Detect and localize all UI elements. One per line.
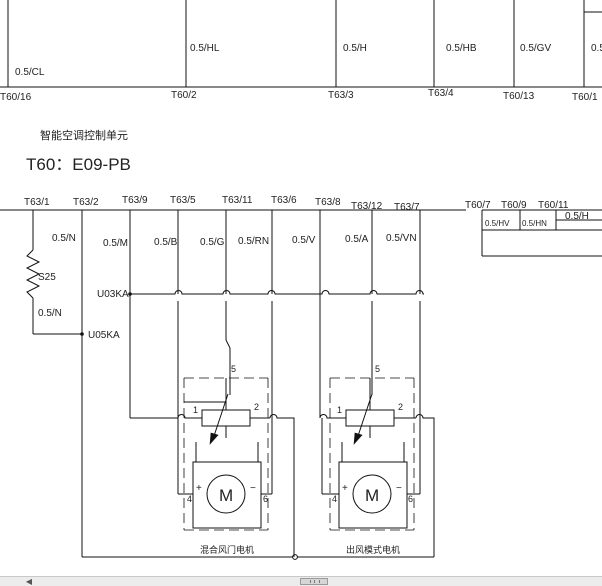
unit-title-cn: 智能空调控制单元 [40,128,128,142]
pin-label: T63/7 [394,202,420,213]
pin-label: T63/6 [271,195,297,206]
wire-labels: 0.5/M 0.5/B 0.5/G 0.5/RN 0.5/V 0.5/A 0.5… [103,233,417,249]
wire-label: 0.5/M [103,238,128,249]
wire-label: 0.5/N [52,233,76,244]
connector-pin-labels: T63/1 T63/2 T63/9 T63/5 T63/11 T63/6 T63… [24,195,569,213]
top-wire-label: 0.5/HB [446,43,477,54]
scroll-thumb[interactable] [300,578,328,585]
pin-label: T60/11 [538,200,569,211]
unit-title: T60：E09-PB [26,155,131,174]
wire-label: 0.5/RN [238,236,269,247]
mode-motor: M + − 1 2 5 4 6 出风模式电机 [319,210,435,557]
pin-number: 5 [375,364,380,374]
scroll-left-arrow-icon[interactable]: ◀ [25,577,33,586]
pin-label: T63/5 [170,195,196,206]
minus-sign: − [250,483,256,494]
sensor-circuit: 0.5/N S25 0.5/N [25,210,82,335]
pin-label: T63/1 [24,197,50,208]
pin-number: 6 [263,494,268,504]
wire-label: 0.5/V [292,235,316,246]
top-pin-label: T60/1 [572,92,598,103]
u03ka-bus [130,290,424,295]
wire-label: 0.5/G [200,237,225,248]
pin-label: T63/12 [351,201,383,212]
grip-icon [310,580,320,583]
pin-number: 5 [231,364,236,374]
wire-label: 0.5/A [345,234,369,245]
wire-label: 0.5/N [38,308,62,319]
pin-number: 2 [398,402,403,412]
motor-name: 出风模式电机 [346,544,400,555]
pin-number: 6 [408,494,413,504]
pin-number: 1 [193,405,198,415]
pin-label: T60/9 [501,200,527,211]
sensor-s25 [25,249,41,299]
wire-label: 0.5/HV [485,219,510,228]
junction-label: U03KA [97,289,129,300]
pin-number: 1 [337,405,342,415]
top-wire-label: 0.5/GV [591,43,602,54]
horizontal-scrollbar[interactable]: ◀ [0,576,602,586]
junction-dot [292,554,298,560]
wire-label: 0.5/H [565,211,589,222]
plus-sign: + [342,483,348,494]
right-connector-block: 0.5/HV 0.5/HN 0.5/H [481,210,602,257]
pin-label: T60/7 [465,200,491,211]
pin-number: 4 [187,494,192,504]
pin-number: 2 [254,402,259,412]
top-wire-label: 0.5/GV [520,43,551,54]
top-wire-label: 0.5/HL [190,43,220,54]
wire-label: 0.5/HN [522,219,547,228]
plus-sign: + [196,483,202,494]
top-pin-label: T60/16 [0,92,32,103]
mix-door-motor: M + − 1 2 5 4 6 混合风门电机 [129,210,295,557]
top-strip: 0.5/CL 0.5/HL 0.5/H 0.5/HB 0.5/GV 0.5/GV… [0,0,602,103]
pin-label: T63/8 [315,197,341,208]
top-wire-label: 0.5/CL [15,67,45,78]
junction-label: U05KA [88,330,120,341]
wire-label: 0.5/VN [386,233,417,244]
junction-dot [80,332,84,336]
minus-sign: − [396,483,402,494]
pin-label: T63/2 [73,197,99,208]
top-pin-label: T63/4 [428,88,454,99]
motor-name: 混合风门电机 [200,544,254,555]
motor-symbol: M [219,486,233,505]
top-pin-label: T60/13 [503,91,535,102]
top-pin-label: T63/3 [328,90,354,101]
pin-label: T63/11 [222,195,253,206]
sensor-label: S25 [38,272,56,283]
pin-number: 4 [332,494,337,504]
top-pin-label: T60/2 [171,90,197,101]
wire-label: 0.5/B [154,237,178,248]
pin-label: T63/9 [122,195,148,206]
top-wire-label: 0.5/H [343,43,367,54]
motor-symbol: M [365,486,379,505]
